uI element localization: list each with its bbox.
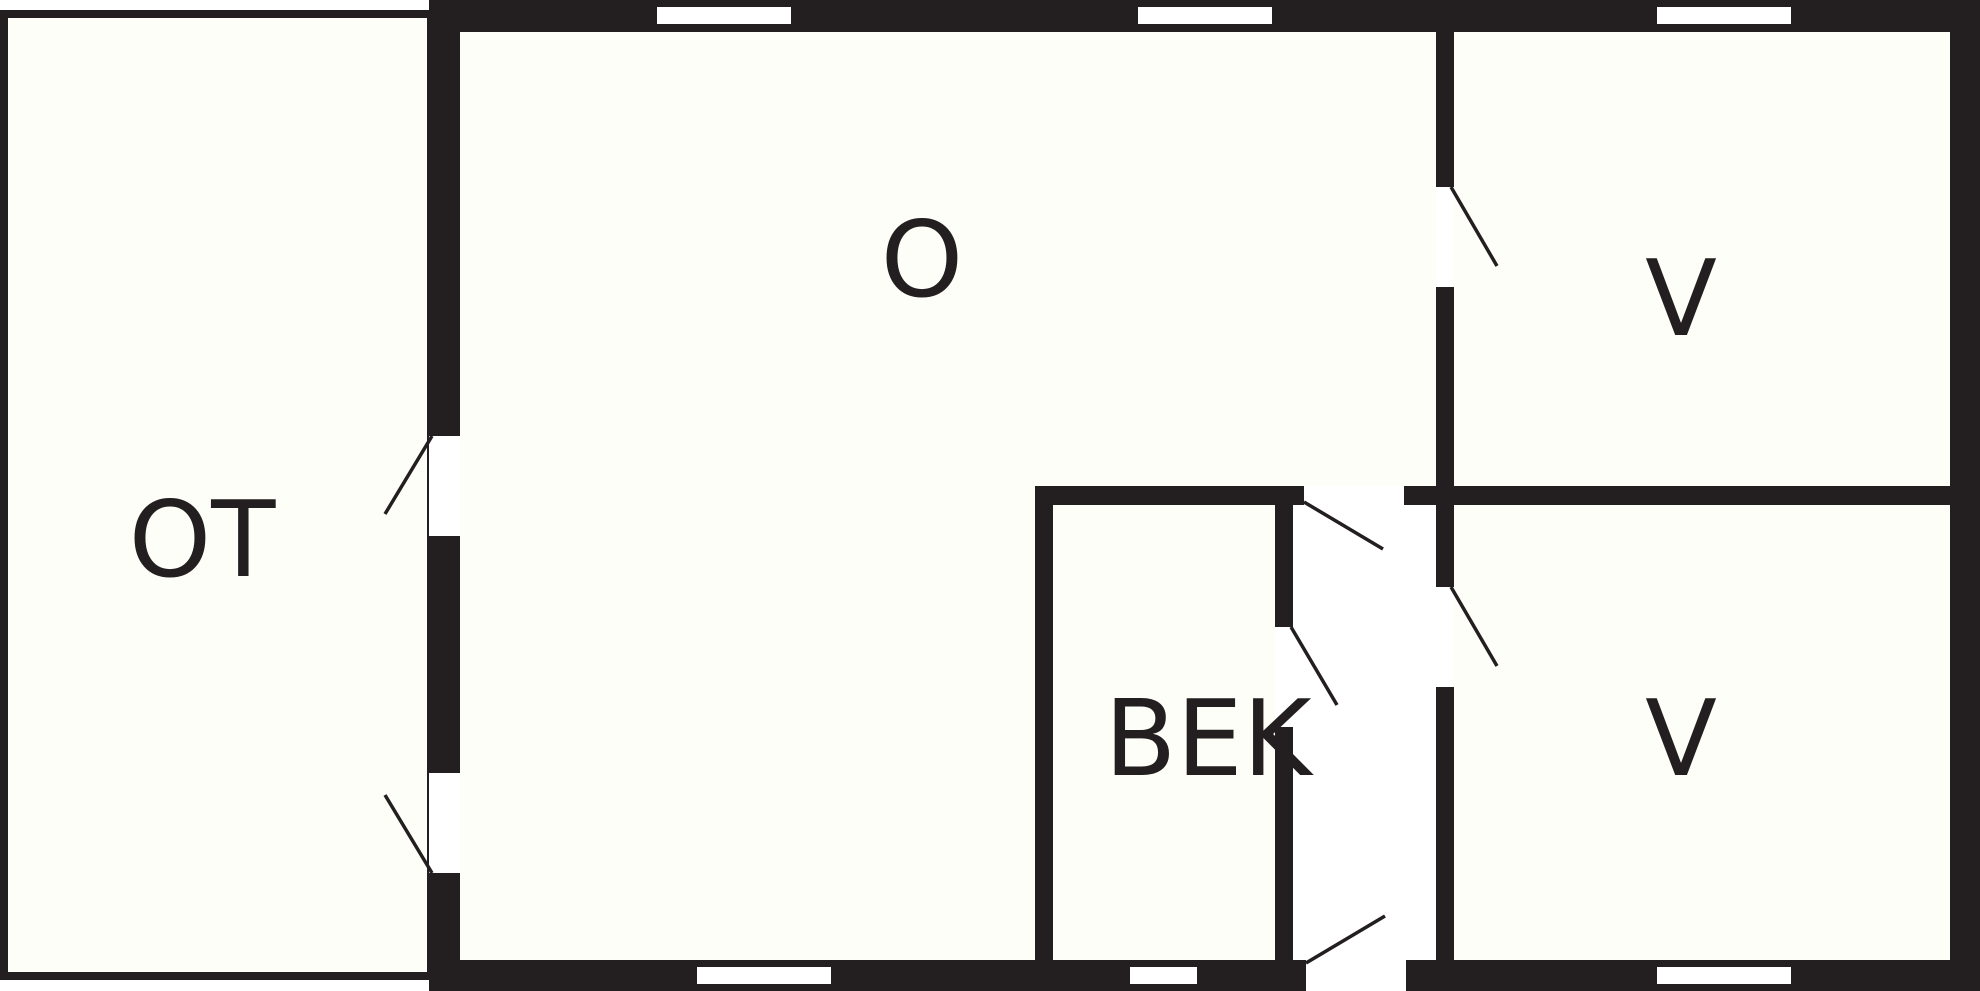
room-label-bathroom: BEK: [1104, 678, 1314, 800]
terrace-area: [0, 10, 435, 980]
room-label-living: O: [881, 199, 964, 321]
wall-bathroom-left: [1035, 486, 1053, 970]
window-bottom-3: [1657, 967, 1791, 984]
window-top-2: [1138, 7, 1272, 24]
room-label-terrace: OT: [129, 479, 277, 601]
door-swing-terrace-lower: [383, 794, 434, 874]
hall-floor: [1293, 505, 1436, 960]
door-openings: [429, 187, 1454, 991]
door-swing-hall-top: [1303, 500, 1384, 551]
wall-bathroom-right: [1275, 486, 1293, 970]
opening-bedroom-top: [1436, 187, 1454, 287]
door-swings: [383, 186, 1499, 965]
door-swing-bedroom-bottom: [1449, 586, 1499, 667]
room-label-bedroom-top: V: [1645, 238, 1717, 360]
door-swing-terrace-upper: [383, 435, 434, 515]
opening-bathroom: [1275, 627, 1293, 727]
opening-terrace-lower: [429, 773, 460, 873]
room-label-bedroom-bottom: V: [1645, 678, 1717, 800]
window-bottom-1: [697, 967, 831, 984]
door-swing-bathroom: [1289, 626, 1339, 706]
opening-hall-bottom: [1306, 960, 1406, 991]
window-bottom-2: [1130, 967, 1197, 984]
door-swing-hall-bottom: [1305, 914, 1386, 965]
opening-terrace-upper: [429, 436, 460, 536]
wall-bathroom-top: [1035, 486, 1304, 505]
opening-bedroom-bottom: [1436, 587, 1454, 687]
terrace-floor: [0, 10, 435, 980]
windows: [657, 7, 1791, 984]
window-top-1: [657, 7, 791, 24]
window-top-3: [1657, 7, 1791, 24]
opening-hall-top: [1304, 486, 1404, 505]
door-swing-bedroom-top: [1449, 186, 1499, 267]
wall-bedrooms-divider: [1404, 486, 1950, 505]
